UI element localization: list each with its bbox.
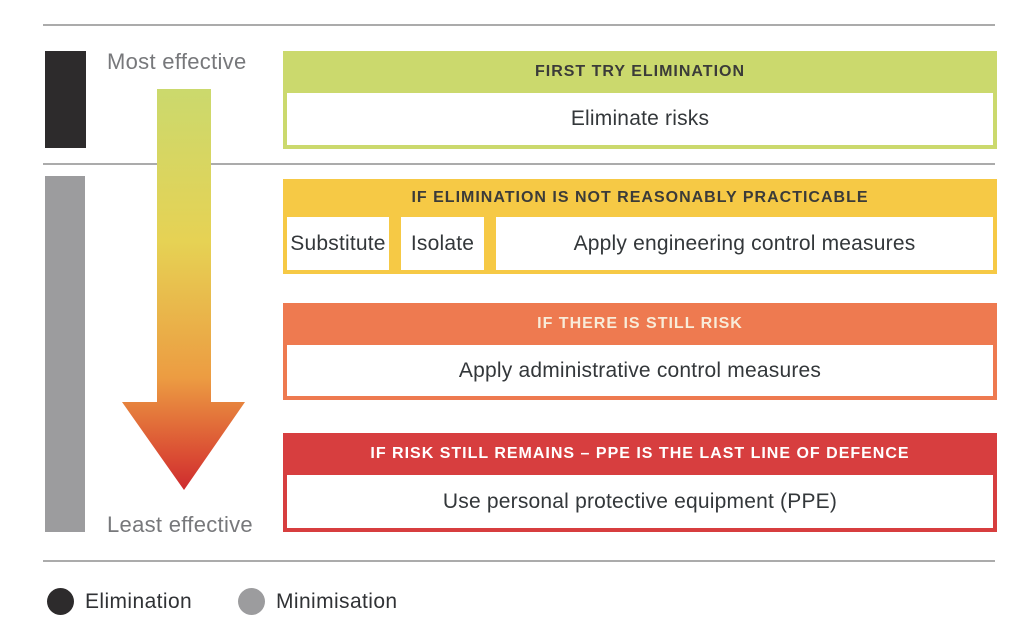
level-elimination: FIRST TRY ELIMINATION Eliminate risks <box>283 51 997 149</box>
level-elimination-header: FIRST TRY ELIMINATION <box>287 51 993 93</box>
level-substitution: IF ELIMINATION IS NOT REASONABLY PRACTIC… <box>283 179 997 274</box>
elimination-bar <box>45 51 86 148</box>
level-ppe: IF RISK STILL REMAINS – PPE IS THE LAST … <box>283 433 997 532</box>
level-administrative-header-label: IF THERE IS STILL RISK <box>537 315 743 332</box>
middle-rule <box>43 163 995 165</box>
elimination-circle-icon <box>47 588 74 615</box>
control-eliminate-risks: Eliminate risks <box>287 93 993 145</box>
most-effective-label: Most effective <box>107 49 247 74</box>
top-rule <box>43 24 995 26</box>
level-ppe-header-label: IF RISK STILL REMAINS – PPE IS THE LAST … <box>370 445 910 462</box>
legend-item-minimisation: Minimisation <box>238 588 398 615</box>
legend-elimination-label: Elimination <box>85 589 193 613</box>
level-substitution-header-label: IF ELIMINATION IS NOT REASONABLY PRACTIC… <box>411 189 869 206</box>
minimisation-bar <box>45 176 85 532</box>
control-ppe: Use personal protective equipment (PPE) <box>287 475 993 528</box>
control-substitute: Substitute <box>287 217 389 270</box>
legend-minimisation-label: Minimisation <box>276 589 398 613</box>
minimisation-circle-icon <box>238 588 265 615</box>
legend-item-elimination: Elimination <box>47 588 192 615</box>
level-administrative-header: IF THERE IS STILL RISK <box>287 303 993 345</box>
least-effective-label: Least effective <box>107 512 253 537</box>
control-isolate: Isolate <box>401 217 484 270</box>
level-ppe-header: IF RISK STILL REMAINS – PPE IS THE LAST … <box>287 433 993 475</box>
bottom-rule <box>43 560 995 562</box>
level-administrative: IF THERE IS STILL RISK Apply administrat… <box>283 303 997 400</box>
control-administrative: Apply administrative control measures <box>287 345 993 396</box>
effectiveness-down-arrow-icon <box>122 89 245 490</box>
level-elimination-header-label: FIRST TRY ELIMINATION <box>534 63 746 80</box>
level-substitution-header: IF ELIMINATION IS NOT REASONABLY PRACTIC… <box>287 179 993 217</box>
control-engineering: Apply engineering control measures <box>496 217 993 270</box>
